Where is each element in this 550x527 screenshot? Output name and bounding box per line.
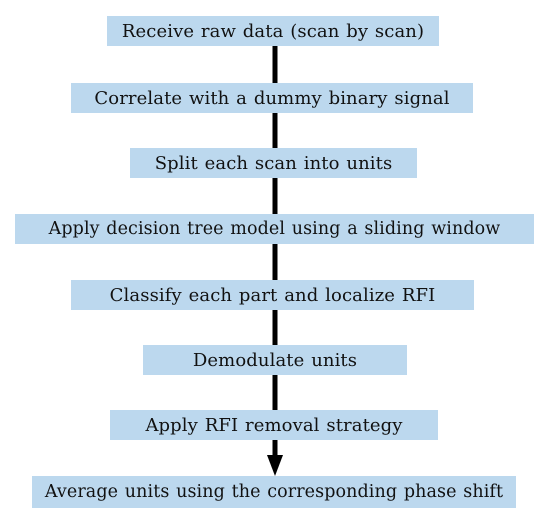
step-label: Apply decision tree model using a slidin… <box>48 219 501 239</box>
step-label: Receive raw data (scan by scan) <box>121 20 425 42</box>
step-demodulate-units: Demodulate units <box>143 345 407 375</box>
step-label: Demodulate units <box>192 349 358 371</box>
step-label: Apply RFI removal strategy <box>145 414 403 436</box>
step-label: Split each scan into units <box>154 152 393 174</box>
step-correlate-binary-signal: Correlate with a dummy binary signal <box>71 83 473 113</box>
step-average-units: Average units using the corresponding ph… <box>32 476 516 508</box>
step-label: Average units using the corresponding ph… <box>44 482 504 502</box>
step-receive-raw-data: Receive raw data (scan by scan) <box>107 16 439 46</box>
step-label: Classify each part and localize RFI <box>109 284 436 306</box>
step-rfi-removal-strategy: Apply RFI removal strategy <box>110 410 438 440</box>
step-split-scan-units: Split each scan into units <box>130 148 417 178</box>
step-apply-decision-tree: Apply decision tree model using a slidin… <box>15 214 534 244</box>
step-label: Correlate with a dummy binary signal <box>94 87 450 109</box>
flow-arrowhead <box>267 455 283 476</box>
step-classify-localize-rfi: Classify each part and localize RFI <box>71 280 474 310</box>
